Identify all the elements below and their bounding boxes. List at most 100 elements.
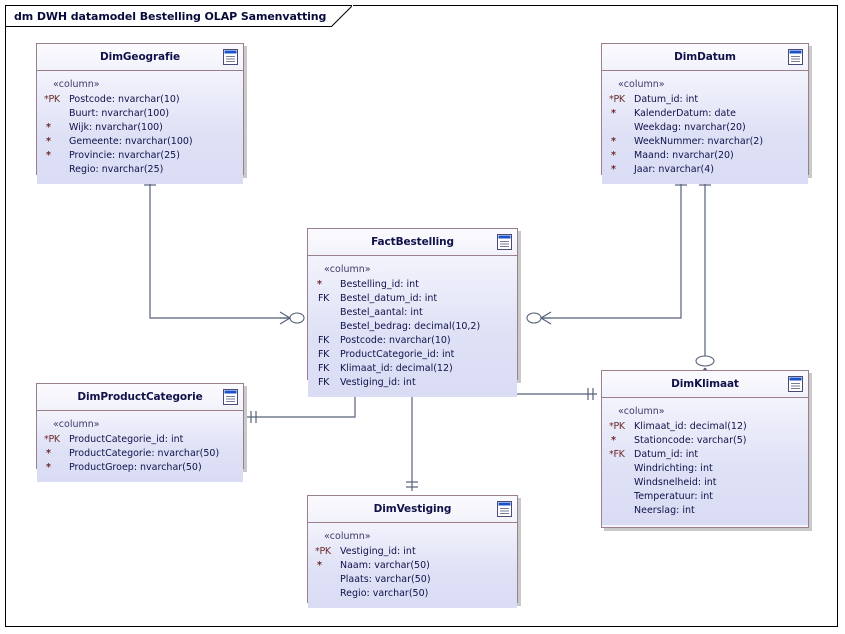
attribute-key-marker: * <box>46 136 51 147</box>
attribute-row[interactable]: * ProductCategorie: nvarchar(50) <box>37 447 243 461</box>
entity-title-fact-bestelling: FactBestelling <box>371 236 454 248</box>
diagram-name-tab[interactable]: dm DWH datamodel Bestelling OLAP Samenva… <box>5 5 354 27</box>
attribute-key-marker: * <box>317 279 322 290</box>
attribute-name: Neerslag: int <box>634 505 695 516</box>
attribute-name: WeekNummer: nvarchar(2) <box>634 136 764 147</box>
attribute-row[interactable]: * ProductGroep: nvarchar(50) <box>37 461 243 475</box>
attribute-row[interactable]: Regio: varchar(50) <box>308 587 517 601</box>
attribute-name: Windsnelheid: int <box>634 477 717 488</box>
entity-fact-bestelling[interactable]: FactBestelling «column» *Bestelling_id: i… <box>307 228 518 397</box>
attribute-key-marker: *PK <box>609 421 625 432</box>
attribute-row[interactable]: Buurt: nvarchar(100) <box>37 107 243 121</box>
attribute-key-marker: * <box>46 448 51 459</box>
attribute-row[interactable]: Windsnelheid: int <box>602 476 808 490</box>
attribute-row[interactable]: Bestel_bedrag: decimal(10,2) <box>308 320 517 334</box>
attribute-row[interactable]: *Wijk: nvarchar(100) <box>37 121 243 135</box>
diagram-tab-label: dm DWH datamodel Bestelling OLAP Samenva… <box>14 9 327 23</box>
attribute-row[interactable]: Neerslag: int <box>602 504 808 518</box>
entity-title-dim-datum: DimDatum <box>674 51 736 63</box>
attribute-row[interactable]: *Bestelling_id: int <box>308 278 517 292</box>
entity-title-dim-geografie: DimGeografie <box>99 51 181 63</box>
attribute-name: Regio: varchar(50) <box>340 588 429 599</box>
attribute-key-marker: FK <box>318 363 330 374</box>
stereotype-label: «column» <box>324 264 371 275</box>
attribute-row[interactable]: *Stationcode: varchar(5) <box>602 434 808 448</box>
attribute-row[interactable]: * Naam: varchar(50) <box>308 559 517 573</box>
attribute-row[interactable]: FK Vestiging_id: int <box>308 376 517 390</box>
note-icon[interactable] <box>497 234 512 250</box>
attribute-name: Regio: nvarchar(25) <box>69 164 164 175</box>
attribute-key-marker: *FK <box>609 449 625 460</box>
entity-header-dim-product-categorie: DimProductCategorie <box>37 384 243 411</box>
attribute-name: Vestiging_id: int <box>340 377 416 388</box>
attribute-key-marker: * <box>46 122 51 133</box>
attribute-row[interactable]: Regio: nvarchar(25) <box>37 163 243 177</box>
attribute-name: Naam: varchar(50) <box>340 560 430 571</box>
attribute-name: ProductCategorie: nvarchar(50) <box>69 448 220 459</box>
note-icon[interactable] <box>223 49 238 65</box>
attribute-row[interactable]: *Gemeente: nvarchar(100) <box>37 135 243 149</box>
attribute-key-marker: *PK <box>315 546 331 557</box>
note-icon[interactable] <box>788 376 803 392</box>
attribute-name: Datum_id: int <box>634 94 699 105</box>
attribute-row[interactable]: Windrichting: int <box>602 462 808 476</box>
entity-header-dim-vestiging: DimVestiging <box>308 496 517 523</box>
entity-header-dim-datum: DimDatum <box>602 44 808 71</box>
entity-title-dim-vestiging: DimVestiging <box>373 503 452 515</box>
attribute-name: Provincie: nvarchar(25) <box>69 150 180 161</box>
attribute-row[interactable]: *PK Klimaat_id: decimal(12) <box>602 420 808 434</box>
entity-title-dim-klimaat: DimKlimaat <box>671 378 739 390</box>
attribute-key-marker: * <box>611 150 616 161</box>
note-icon[interactable] <box>788 49 803 65</box>
attribute-name: ProductGroep: nvarchar(50) <box>69 462 202 473</box>
attribute-row[interactable]: Bestel_aantal: int <box>308 306 517 320</box>
attribute-row[interactable]: Plaats: varchar(50) <box>308 573 517 587</box>
attribute-key-marker: FK <box>318 349 330 360</box>
attribute-name: Maand: nvarchar(20) <box>634 150 734 161</box>
attribute-name: Windrichting: int <box>634 463 713 474</box>
attribute-name: Datum_id: int <box>634 449 699 460</box>
attribute-row[interactable]: * Maand: nvarchar(20) <box>602 149 808 163</box>
attribute-name: KalenderDatum: date <box>634 108 736 119</box>
entity-title-dim-product-categorie: DimProductCategorie <box>77 391 203 403</box>
attribute-key-marker: * <box>611 164 616 175</box>
note-icon[interactable] <box>497 501 512 517</box>
attribute-name: Bestel_aantal: int <box>340 307 423 318</box>
attribute-name: Bestel_bedrag: decimal(10,2) <box>340 321 481 332</box>
attribute-row[interactable]: Weekdag: nvarchar(20) <box>602 121 808 135</box>
attribute-name: Buurt: nvarchar(100) <box>69 108 170 119</box>
attribute-key-marker: *PK <box>44 434 60 445</box>
entity-header-fact-bestelling: FactBestelling <box>308 229 517 256</box>
attribute-row[interactable]: *FK Datum_id: int <box>602 448 808 462</box>
stereotype-label: «column» <box>53 419 100 430</box>
attribute-row[interactable]: Temperatuur: int <box>602 490 808 504</box>
attribute-key-marker: FK <box>318 377 330 388</box>
attribute-name: Klimaat_id: decimal(12) <box>634 421 747 432</box>
attribute-name: Stationcode: varchar(5) <box>634 435 747 446</box>
entity-header-dim-geografie: DimGeografie <box>37 44 243 71</box>
attribute-key-marker: * <box>317 560 322 571</box>
note-icon[interactable] <box>223 389 238 405</box>
attribute-row[interactable]: *Jaar: nvarchar(4) <box>602 163 808 177</box>
attribute-row[interactable]: *Provincie: nvarchar(25) <box>37 149 243 163</box>
attribute-key-marker: * <box>46 462 51 473</box>
attribute-row[interactable]: *WeekNummer: nvarchar(2) <box>602 135 808 149</box>
attribute-row[interactable]: *KalenderDatum: date <box>602 107 808 121</box>
